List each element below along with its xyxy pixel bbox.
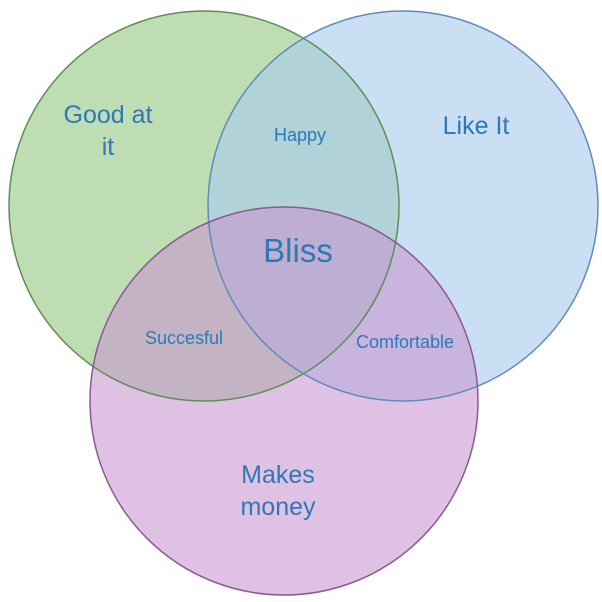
good-at-it-label-line1: Good at — [64, 101, 153, 129]
makes-money-circle — [90, 207, 478, 595]
makes-money-outline — [89, 206, 479, 596]
bliss-center-label: Bliss — [263, 232, 333, 269]
makes-money-label-line1: Makes — [241, 461, 315, 489]
happy-intersection-label: Happy — [274, 125, 326, 145]
makes-money-label-line2: money — [240, 493, 316, 521]
comfortable-intersection-label: Comfortable — [356, 332, 454, 352]
like-it-label: Like It — [443, 112, 510, 140]
succesful-intersection-label: Succesful — [145, 328, 223, 348]
good-at-it-outline — [8, 10, 400, 402]
good-at-it-label-line2: it — [102, 133, 115, 161]
like-it-outline — [207, 10, 599, 402]
